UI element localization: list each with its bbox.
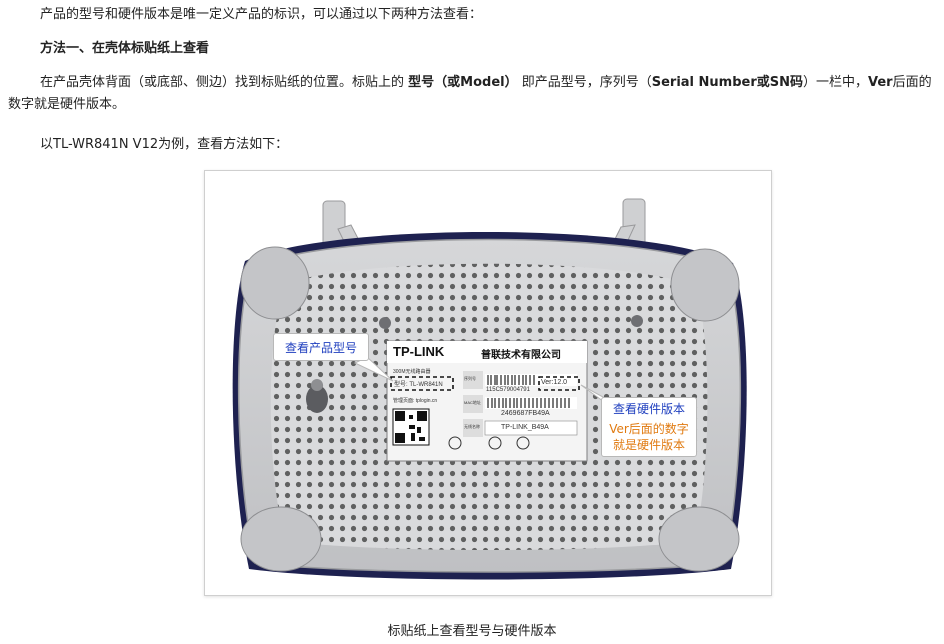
sticker-col-sn: 序列号 (464, 376, 476, 381)
model-highlight-box (390, 376, 454, 391)
callout-hardware-version: 查看硬件版本 Ver后面的数字 就是硬件版本 (601, 397, 697, 457)
para-bold-model: 型号（或Model） (408, 75, 518, 90)
sticker-serial: 115C579004791 (486, 387, 530, 393)
sticker-brand-cn: 普联技术有限公司 (481, 350, 561, 361)
router-illustration (232, 198, 747, 580)
para-bold-ver: Ver (868, 75, 893, 90)
para-bold-serial: Serial Number或SN码 (651, 75, 803, 90)
callout-hw-title: 查看硬件版本 (612, 402, 685, 416)
callout-model-text: 查看产品型号 (284, 341, 357, 355)
callout-hw-desc-2: 就是硬件版本 (612, 438, 685, 452)
router-label-figure: TP-LINK 普联技术有限公司 300M无线路由器 型号: TL-WR841N… (204, 170, 772, 596)
para-part-1: 在产品壳体背面（或底部、侧边）找到标贴纸的位置。标贴上的 (40, 75, 409, 90)
sticker-version: Ver:12.0 (541, 379, 568, 386)
para-part-4: 后面的数字就是硬件版本。 (8, 75, 932, 112)
sticker-mgmt: 管理页面: tplogin.cn (393, 398, 438, 404)
sticker-mac: 2469687FB49A (501, 410, 550, 417)
callout-model: 查看产品型号 (273, 333, 369, 361)
version-highlight-box (538, 376, 580, 391)
intro-text: 产品的型号和硬件版本是唯一定义产品的标识，可以通过以下两种方法查看： (40, 7, 483, 22)
figure-caption: 标贴纸上查看型号与硬件版本 (387, 624, 557, 639)
method1-paragraph: 在产品壳体背面（或底部、侧边）找到标贴纸的位置。标贴上的 型号（或Model） … (8, 72, 938, 116)
sticker-col-ssid: 无线名称 (464, 424, 480, 429)
sticker-ssid: TP-LINK_B49A (501, 424, 549, 431)
sticker-product-line: 300M无线路由器 (393, 369, 431, 375)
qr-code (392, 408, 430, 446)
para-part-2: 即产品型号，序列号（ (517, 75, 652, 90)
sticker-brand: TP-LINK (393, 344, 445, 359)
example-line: 以TL-WR841N V12为例，查看方法如下： (40, 137, 289, 152)
method1-heading: 方法一、在壳体标贴纸上查看 (40, 41, 210, 56)
sticker-col-mac: MAC地址 (464, 400, 481, 405)
para-part-3: ）一栏中， (803, 75, 869, 90)
sticker-model: 型号: TL-WR841N (394, 382, 443, 388)
callout-hw-desc-1: Ver后面的数字 (609, 422, 689, 436)
